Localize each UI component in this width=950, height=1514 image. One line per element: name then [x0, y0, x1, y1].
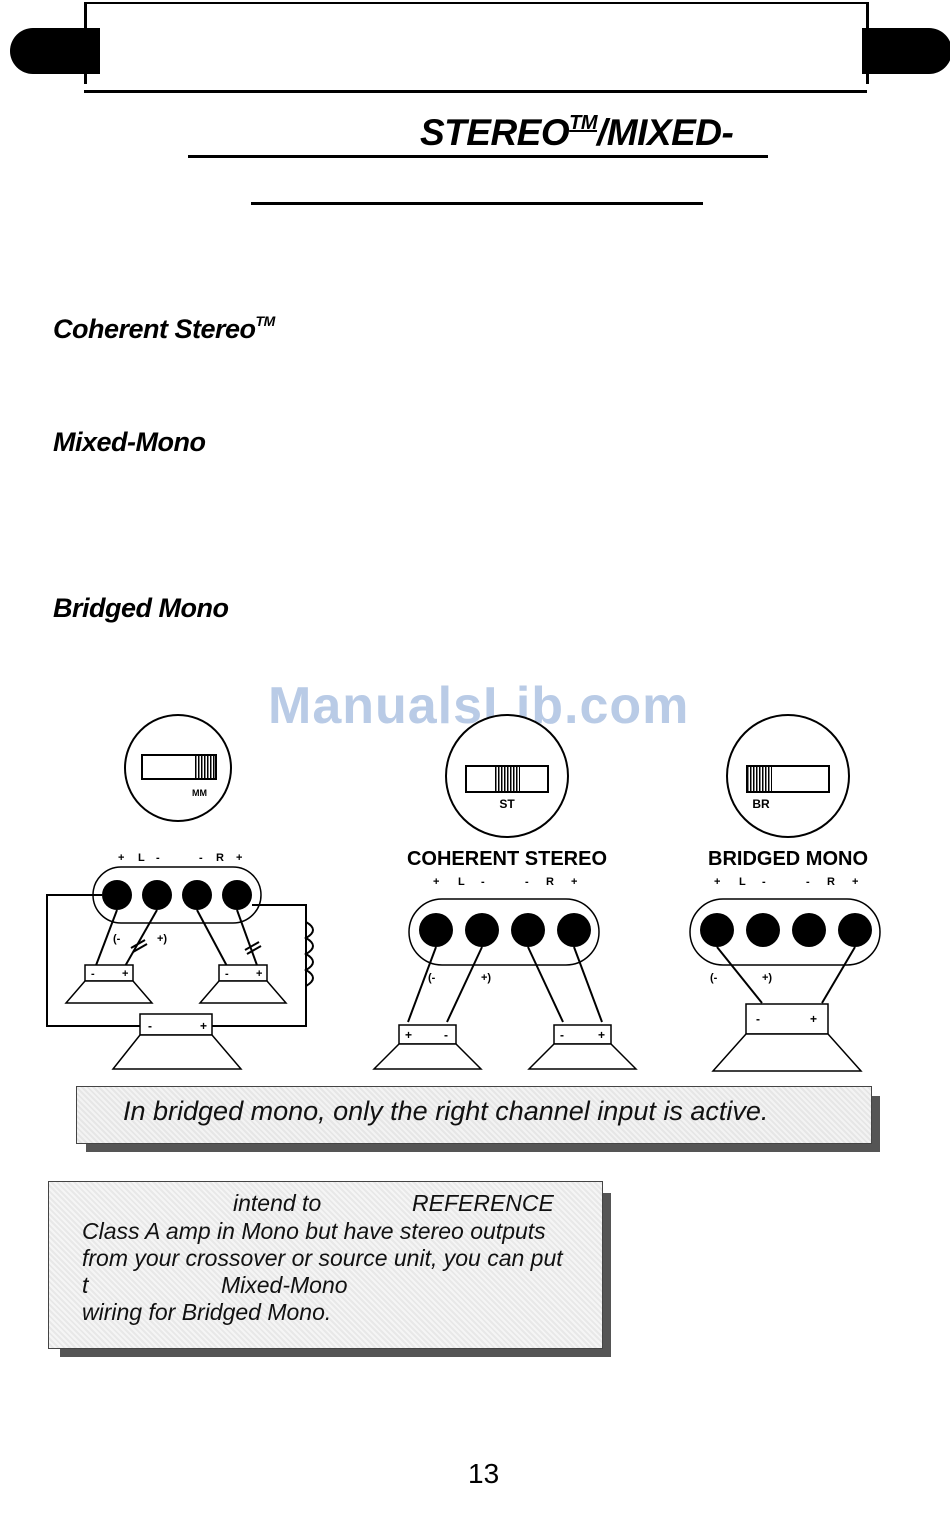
switch-mm-label: MM	[192, 788, 207, 798]
switch-br: BR	[726, 714, 850, 838]
title-suffix: /MIXED-	[597, 112, 734, 153]
svg-text:R: R	[216, 852, 224, 864]
note-mixed-mono: intend to REFERENCE Class A amp in Mono …	[48, 1181, 603, 1349]
svg-text:(-: (-	[428, 972, 436, 984]
svg-text:-: -	[91, 968, 95, 980]
heading-bridged-mono: Bridged Mono	[53, 593, 229, 623]
svg-text:-: -	[756, 1012, 760, 1026]
switch-br-label: BR	[752, 797, 770, 811]
page-number: 13	[468, 1458, 500, 1489]
svg-text:-: -	[225, 968, 229, 980]
svg-text:-: -	[444, 1028, 448, 1042]
svg-text:(-: (-	[710, 972, 718, 984]
svg-text:L: L	[739, 876, 746, 888]
page-title: STEREOTM/MIXED-	[420, 112, 734, 154]
svg-text:+: +	[200, 1019, 207, 1033]
title-tm: TM	[569, 112, 598, 134]
svg-text:-: -	[148, 1019, 152, 1033]
heading-coherent-stereo: Coherent StereoTM	[53, 313, 275, 344]
title-main: STEREO	[420, 112, 570, 153]
note2-line5: wiring for Bridged Mono.	[82, 1299, 332, 1325]
svg-text:L: L	[138, 852, 145, 864]
svg-text:+: +	[598, 1028, 605, 1042]
svg-text:-: -	[525, 876, 529, 888]
note2-line4-b: Mixed-Mono	[221, 1272, 348, 1298]
note2-line2: Class A amp in Mono but have stereo outp…	[82, 1218, 546, 1244]
heading-mixed-mono: Mixed-Mono	[53, 427, 206, 457]
svg-text:-: -	[481, 876, 485, 888]
svg-text:+: +	[810, 1012, 817, 1026]
wiring-diagram: MM ST BR COHERENT STEREO BRIDGED MONO + …	[46, 714, 881, 1072]
speaker-st-left: + -	[372, 1024, 483, 1070]
note1-shadow	[86, 1142, 880, 1152]
switch-st-label: ST	[499, 797, 515, 811]
speaker-br: - +	[711, 1003, 863, 1072]
terminal-block-mm: + L - - R +	[92, 852, 262, 924]
note1-shadow-right	[870, 1096, 880, 1152]
svg-text:+: +	[714, 876, 720, 888]
svg-text:+: +	[405, 1028, 412, 1042]
speaker-mm-right: - +	[198, 964, 288, 1004]
svg-text:+): +)	[762, 972, 772, 984]
terminal-block-st: + L - - R +	[408, 876, 600, 966]
svg-text:+: +	[118, 852, 124, 864]
svg-text:R: R	[827, 876, 835, 888]
note-bridged-mono-text: In bridged mono, only the right channel …	[123, 1096, 769, 1126]
header-tab-right	[862, 28, 950, 74]
note2-line4-a: t	[82, 1272, 89, 1298]
svg-text:+: +	[236, 852, 242, 864]
svg-text:-: -	[762, 876, 766, 888]
switch-mm: MM	[124, 714, 232, 822]
title-underline-1	[188, 155, 768, 158]
switch-st: ST	[445, 714, 569, 838]
note2-shadow	[60, 1347, 611, 1357]
note2-line3: from your crossover or source unit, you …	[82, 1245, 563, 1271]
svg-text:+): +)	[481, 972, 491, 984]
header-rule	[84, 90, 867, 93]
svg-text:+: +	[852, 876, 858, 888]
terminal-block-br: + L - - R +	[689, 876, 881, 966]
svg-text:R: R	[546, 876, 554, 888]
note2-shadow-right	[601, 1193, 611, 1357]
svg-text:+: +	[256, 968, 262, 980]
svg-text:+): +)	[157, 933, 167, 945]
note2-line1-a: intend to	[233, 1190, 322, 1216]
header-box	[84, 2, 869, 84]
speaker-mm-left: - +	[64, 964, 154, 1004]
svg-text:(-: (-	[113, 933, 121, 945]
note2-line1-b: REFERENCE	[412, 1190, 554, 1216]
svg-text:-: -	[560, 1028, 564, 1042]
label-bridged-mono: BRIDGED MONO	[708, 848, 868, 870]
speaker-st-right: - +	[527, 1024, 638, 1070]
note-bridged-mono: In bridged mono, only the right channel …	[76, 1086, 872, 1144]
svg-text:+: +	[433, 876, 439, 888]
svg-text:+: +	[571, 876, 577, 888]
title-underline-2	[251, 202, 703, 205]
svg-text:L: L	[458, 876, 465, 888]
svg-text:+: +	[122, 968, 128, 980]
speaker-mm-bottom: - +	[111, 1013, 243, 1070]
svg-text:-: -	[156, 852, 160, 864]
label-coherent-stereo: COHERENT STEREO	[407, 848, 607, 870]
svg-text:-: -	[806, 876, 810, 888]
svg-text:-: -	[199, 852, 203, 864]
